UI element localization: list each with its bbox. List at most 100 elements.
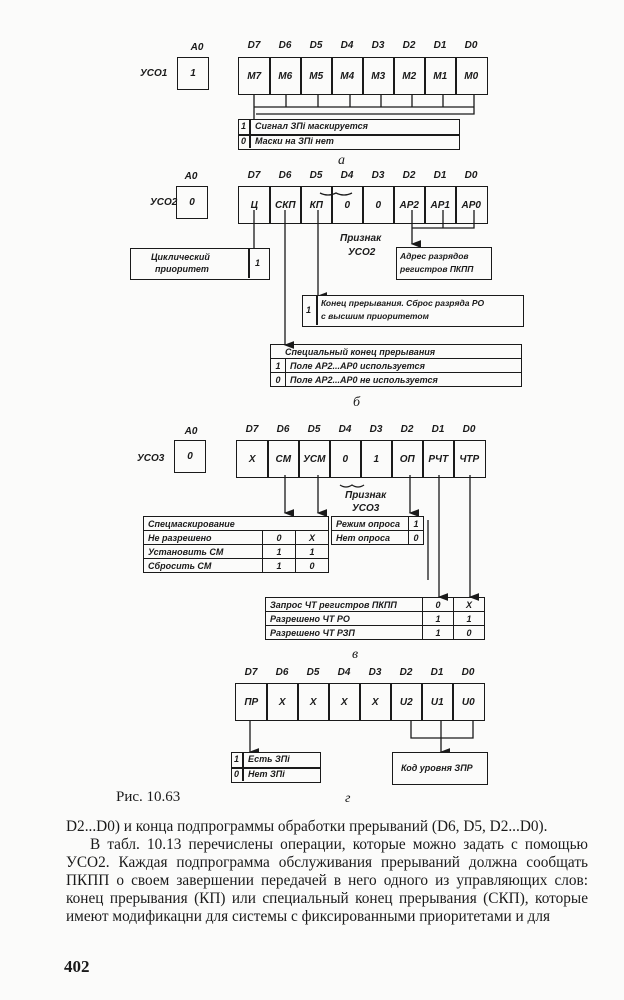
row-text: Режим опроса bbox=[331, 516, 409, 531]
legend-value: 1 bbox=[241, 121, 247, 131]
bit-header: D5 bbox=[309, 170, 323, 181]
bit-header: D3 bbox=[369, 424, 383, 435]
sublabel-d: г bbox=[345, 791, 351, 806]
bit-header: D0 bbox=[462, 424, 476, 435]
bit-cell: УСМ bbox=[298, 440, 331, 478]
row-value: 1 bbox=[295, 544, 329, 559]
bit-header: D0 bbox=[464, 40, 478, 51]
bit-cell: X bbox=[266, 683, 299, 721]
bit-header: D5 bbox=[306, 667, 320, 678]
row-value: 1 bbox=[422, 611, 454, 626]
sublabel-b: б bbox=[353, 395, 361, 410]
page-number: 402 bbox=[64, 957, 90, 976]
bit-header: D1 bbox=[431, 424, 445, 435]
end-interrupt-text: с высшим приоритетом bbox=[321, 311, 429, 321]
row-value: 0 bbox=[453, 625, 485, 640]
bit-header: D1 bbox=[433, 170, 447, 181]
level-code-text: Код уровня ЗПР bbox=[401, 763, 473, 773]
bit-header: D1 bbox=[433, 40, 447, 51]
bit-header: D2 bbox=[402, 40, 416, 51]
row-value: 1 bbox=[262, 558, 296, 573]
address-text: Адрес разрядов bbox=[400, 251, 469, 261]
bit-cell: M3 bbox=[362, 57, 395, 95]
bit-header: D0 bbox=[461, 667, 475, 678]
row-value: 1 bbox=[453, 611, 485, 626]
bit-cell: Ц bbox=[238, 186, 271, 224]
row-text: Запрос ЧТ регистров ПКПП bbox=[265, 597, 423, 612]
row-text: Разрешено ЧТ PO bbox=[265, 611, 423, 626]
legend-value: 0 bbox=[241, 136, 247, 146]
address-box: Адрес разрядов регистров ПКПП bbox=[396, 247, 492, 280]
bit-cell: M5 bbox=[300, 57, 333, 95]
row-text: Поле AP2...AP0 не используется bbox=[285, 372, 522, 387]
row-value: X bbox=[453, 597, 485, 612]
a0-cell: 1 bbox=[177, 57, 209, 90]
legend-text: Сигнал ЗПi маскируется bbox=[255, 121, 368, 131]
special-mask-title: Спецмаскирование bbox=[143, 516, 329, 531]
body-text: D2...D0) и конца подпрограммы обработки … bbox=[66, 818, 588, 926]
bit-cell: X bbox=[297, 683, 330, 721]
row-value: 0 bbox=[295, 558, 329, 573]
end-interrupt-value: 1 bbox=[306, 305, 312, 315]
cyclic-priority-box: Циклический приоритет 1 bbox=[130, 248, 270, 280]
a0-cell: 0 bbox=[176, 186, 208, 219]
row-text: Нет опроса bbox=[331, 530, 409, 545]
row-text: Разрешено ЧТ РЗП bbox=[265, 625, 423, 640]
row-text: Установить СМ bbox=[143, 544, 263, 559]
bit-cell: U2 bbox=[390, 683, 423, 721]
end-interrupt-text: Конец прерывания. Сброс разряда PO bbox=[321, 298, 485, 308]
row-value: 0 bbox=[408, 530, 424, 545]
row-text: Не разрешено bbox=[143, 530, 263, 545]
bit-header: D4 bbox=[338, 424, 352, 435]
bit-header: D7 bbox=[247, 40, 261, 51]
bit-header: D7 bbox=[245, 424, 259, 435]
bit-header: D6 bbox=[276, 424, 290, 435]
legend-text: Есть ЗПi bbox=[248, 754, 290, 764]
legend-value: 0 bbox=[234, 769, 240, 779]
bit-cell: U1 bbox=[421, 683, 454, 721]
row-value: 0 bbox=[262, 530, 296, 545]
row-value: 0 bbox=[270, 372, 286, 387]
sublabel-c: в bbox=[352, 647, 359, 662]
bit-cell: 1 bbox=[360, 440, 393, 478]
bit-header: D4 bbox=[337, 667, 351, 678]
bit-cell: КП bbox=[300, 186, 333, 224]
bit-cell: ОП bbox=[391, 440, 424, 478]
bit-header: D3 bbox=[371, 170, 385, 181]
bit-header: D6 bbox=[278, 170, 292, 181]
bit-cell: X bbox=[359, 683, 392, 721]
bit-header: D1 bbox=[430, 667, 444, 678]
cyclic-priority-text: приоритет bbox=[155, 264, 209, 274]
row-value: 1 bbox=[262, 544, 296, 559]
brace-label: Признак bbox=[340, 233, 382, 244]
paragraph: В табл. 10.13 перечислены операции, кото… bbox=[66, 836, 588, 925]
bit-cell: РЧТ bbox=[422, 440, 455, 478]
row-text: Сбросить СМ bbox=[143, 558, 263, 573]
bit-header: D2 bbox=[402, 170, 416, 181]
bit-cell: 0 bbox=[331, 186, 364, 224]
bit-cell: U0 bbox=[452, 683, 485, 721]
cyclic-priority-text: Циклический bbox=[151, 252, 210, 262]
bit-cell: ПР bbox=[235, 683, 268, 721]
mask-legend: 1 Сигнал ЗПi маскируется 0 Маски на ЗПi … bbox=[238, 119, 460, 150]
bit-cell: AP2 bbox=[393, 186, 426, 224]
bit-cell: M6 bbox=[269, 57, 302, 95]
a0-header: A0 bbox=[190, 42, 204, 53]
bit-cell: AP1 bbox=[424, 186, 457, 224]
bit-header: D7 bbox=[244, 667, 258, 678]
paragraph: D2...D0) и конца подпрограммы обработки … bbox=[66, 818, 548, 835]
address-text: регистров ПКПП bbox=[400, 264, 474, 274]
bit-cell: 0 bbox=[329, 440, 362, 478]
row-value: X bbox=[295, 530, 329, 545]
